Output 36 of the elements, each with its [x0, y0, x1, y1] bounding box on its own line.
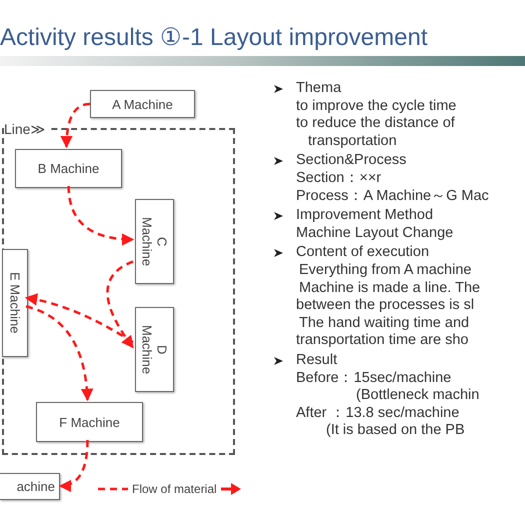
machine-box: B Machine: [15, 149, 122, 188]
body-text: transportation time are sho: [296, 332, 468, 350]
machine-box: A Machine: [90, 90, 195, 118]
body-text: (Bottleneck machin: [356, 387, 480, 404]
flow-arrow: [24, 294, 134, 344]
machine-box: E Machine: [2, 249, 28, 357]
group-label: Line≫: [4, 121, 50, 137]
body-text: between the processes is sl: [296, 297, 474, 314]
body-text: Process：A Machine～G Mac: [296, 188, 489, 205]
body-text: Section：××r: [296, 170, 382, 187]
body-text: to improve the cycle time: [296, 98, 456, 115]
machine-box: F Machine: [36, 402, 143, 442]
machine-box: D Machine: [135, 307, 174, 392]
flow-arrow: [58, 440, 89, 492]
body-text: Before：15sec/machine: [296, 370, 452, 387]
machine-box: achine: [0, 473, 60, 500]
heading-text: Result: [296, 352, 338, 369]
body-text: (It is based on the PB: [326, 422, 465, 440]
body-text: After ：13.8 sec/machine: [296, 404, 460, 422]
title: Activity results ①-1 Layout improvement: [0, 24, 428, 52]
body-text: Everything from A machine: [299, 262, 472, 279]
body-text: The hand waiting time and: [299, 314, 470, 332]
body-text: Machine is made a line. The: [299, 280, 480, 297]
flow-arrow: [67, 186, 134, 246]
flow-arrow: [60, 102, 90, 148]
machine-box: C Machine: [135, 199, 174, 284]
heading-text: Content of execution: [296, 244, 430, 262]
flow-arrow: [106, 260, 134, 349]
body-text: to reduce the distance of: [296, 115, 455, 132]
body-text: transportation: [308, 132, 397, 150]
heading-text: Section&Process: [296, 152, 406, 170]
flow-arrow: [26, 305, 93, 402]
heading-text: Improvement Method: [296, 207, 434, 224]
body-text: Machine Layout Change: [296, 224, 454, 242]
legend-text: Flow of material: [132, 481, 217, 498]
heading-text: Thema: [296, 80, 342, 97]
